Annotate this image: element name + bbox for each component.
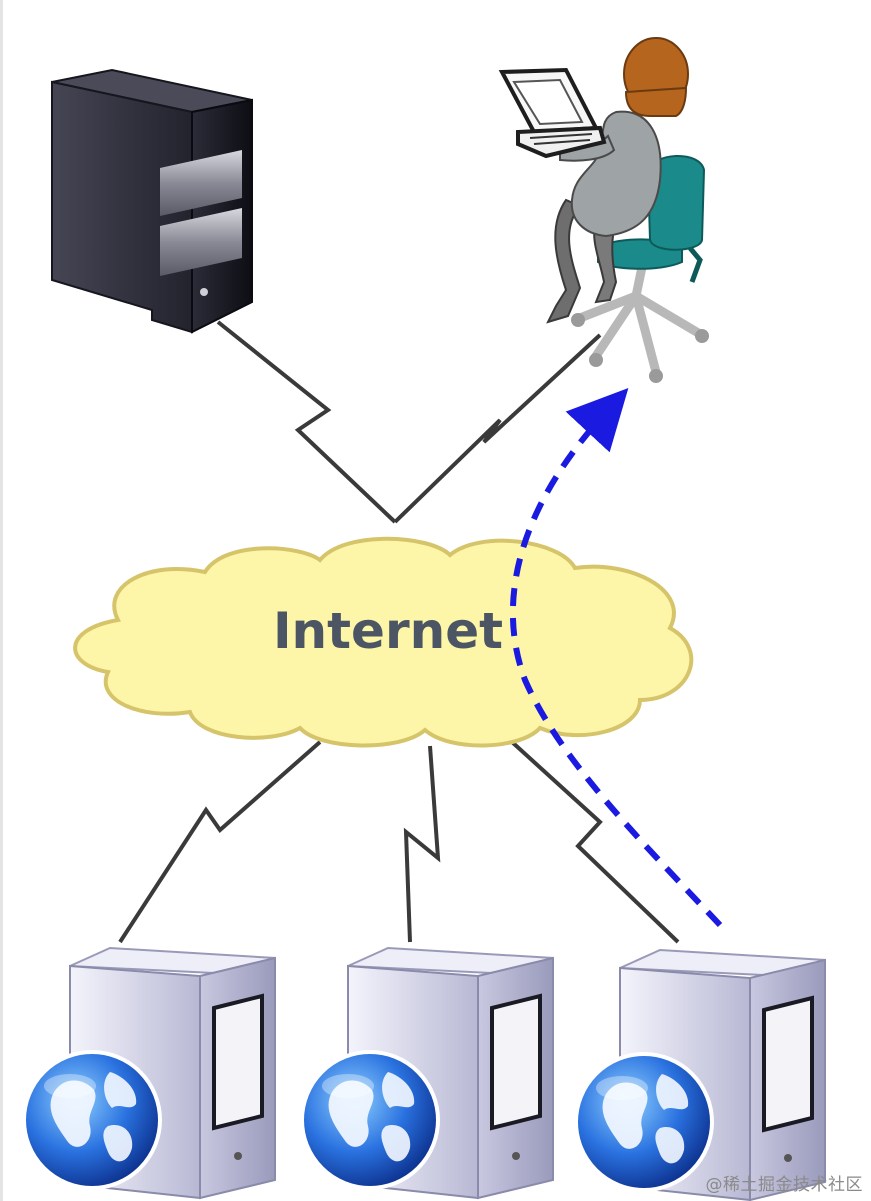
globe-3 <box>574 1052 714 1192</box>
globe-1 <box>22 1050 162 1190</box>
dashed-arrow-icon <box>509 387 723 928</box>
left-border <box>0 0 3 1201</box>
globe-icon <box>574 1052 714 1192</box>
globe-2 <box>300 1050 440 1190</box>
link-web-server-2 <box>403 745 441 943</box>
internet-cloud-icon: Internet <box>73 536 694 748</box>
link-web-server-1 <box>118 740 322 944</box>
cloud-label: Internet <box>273 602 503 660</box>
watermark-text: @稀土掘金技术社区 <box>705 1175 863 1195</box>
user-laptop-icon <box>498 37 709 383</box>
link-dark-server <box>216 320 397 524</box>
link-web-server-3 <box>510 740 680 944</box>
link-user <box>393 333 602 524</box>
globe-icon <box>22 1050 162 1190</box>
globe-icon <box>300 1050 440 1190</box>
dark-server-icon <box>51 68 253 334</box>
